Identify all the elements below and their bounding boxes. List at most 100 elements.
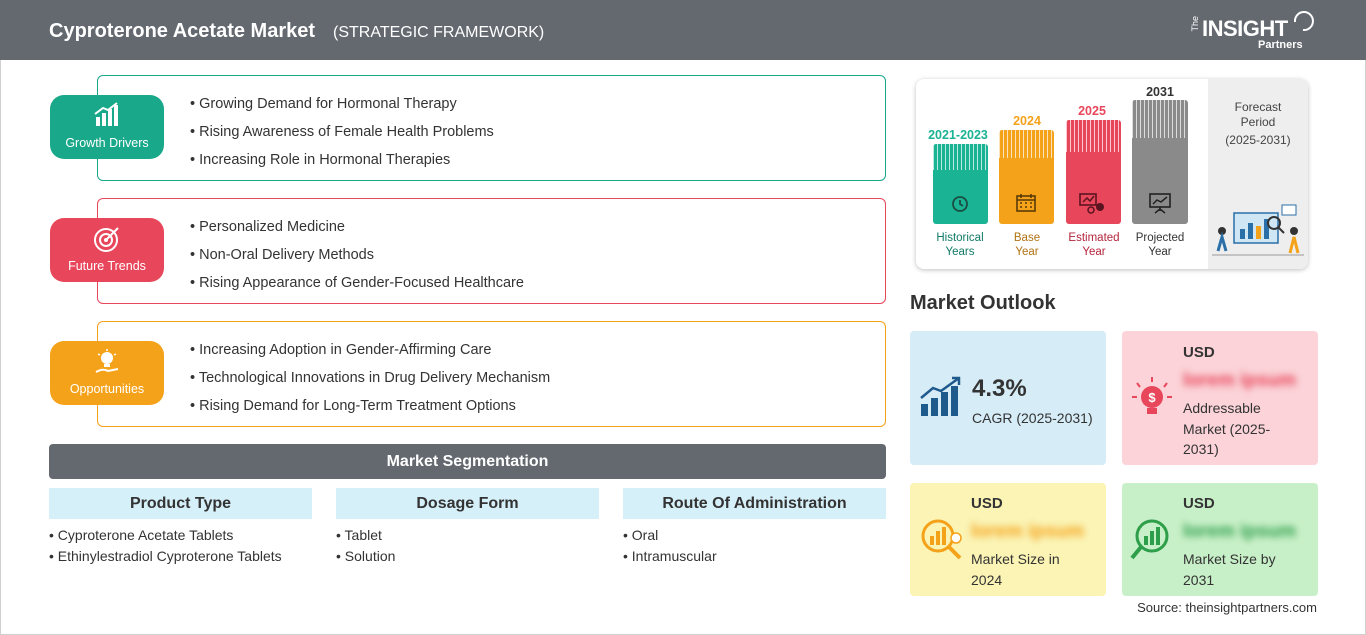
magnifier-chart-icon [921, 519, 962, 560]
timeline-label-line1: Historical [936, 232, 984, 244]
dollar-bulb-icon: $ [1132, 377, 1172, 414]
timeline-year: 2031 [1146, 85, 1174, 99]
page-title: Cyproterone Acetate Market [49, 20, 316, 42]
size-2024-label: Market Size in 2024 [971, 549, 1060, 590]
logo-partners: Partners [1258, 39, 1303, 51]
usd-label: USD [1183, 495, 1215, 512]
timeline-label: Estimated Year [1059, 231, 1129, 259]
segment-header: Product Type [49, 488, 312, 519]
market-segmentation-bar: Market Segmentation [49, 444, 886, 479]
source-credit: Source: theinsightpartners.com [1137, 600, 1317, 615]
future-trends-box: Personalized Medicine Non-Oral Delivery … [97, 198, 886, 304]
opportunities-box: Increasing Adoption in Gender-Affirming … [97, 321, 886, 427]
page-subtitle: (STRATEGIC FRAMEWORK) [333, 24, 545, 41]
cagr-value: 4.3% [972, 375, 1027, 402]
timeline-label-line1: Projected [1135, 232, 1185, 244]
segment-item: Tablet [336, 526, 599, 547]
timeline-label-line1: Estimated [1068, 232, 1120, 244]
timeline-year: 2025 [1078, 104, 1106, 118]
growth-chart-icon [94, 102, 118, 126]
opportunity-item: Technological Innovations in Drug Delive… [190, 369, 550, 397]
timeline-label-line2: Year [1148, 246, 1172, 258]
usd-label: USD [971, 495, 1003, 512]
timeline-bar-historical [933, 144, 988, 224]
segment-header: Route Of Administration [623, 488, 886, 519]
future-trends-badge: Future Trends [50, 218, 164, 282]
usd-label: USD [1183, 344, 1215, 361]
cagr-label: CAGR (2025-2031) [972, 410, 1093, 426]
analytics-people-icon [1212, 204, 1304, 256]
timeline-label: Historical Years [925, 231, 995, 259]
segment-item: Solution [336, 547, 599, 568]
target-icon [94, 227, 119, 252]
svg-text:$: $ [1148, 390, 1156, 405]
forecast-period-panel: Forecast Period (2025-2031) [1208, 79, 1308, 269]
growth-drivers-label: Growth Drivers [65, 136, 149, 150]
future-trend-item: Personalized Medicine [190, 218, 524, 246]
cagr-growth-chart-icon [920, 376, 961, 416]
segment-product-type: Product Type Cyproterone Acetate Tablets… [49, 488, 312, 568]
size-2024-value-blurred: lorem ipsum [971, 521, 1084, 542]
market-size-2024-card: USD lorem ipsum Market Size in 2024 [910, 483, 1106, 596]
size-2024-line1: Market Size in [971, 551, 1060, 567]
growth-driver-item: Growing Demand for Hormonal Therapy [190, 95, 494, 123]
future-trend-item: Non-Oral Delivery Methods [190, 246, 524, 274]
opportunity-item: Rising Demand for Long-Term Treatment Op… [190, 397, 550, 425]
growth-drivers-box: Growing Demand for Hormonal Therapy Risi… [97, 75, 886, 181]
opportunities-badge: Opportunities [50, 341, 164, 405]
market-outlook-title: Market Outlook [910, 292, 1056, 314]
segment-item: Cyproterone Acetate Tablets [49, 526, 312, 547]
insight-partners-logo[interactable]: The INSIGHT Partners [1190, 10, 1315, 54]
addressable-line3: 2031) [1183, 441, 1219, 457]
calendar-icon [1016, 194, 1036, 212]
segment-item: Oral [623, 526, 886, 547]
market-size-2031-card: USD lorem ipsum Market Size by 2031 [1122, 483, 1318, 596]
history-clock-icon [952, 196, 968, 212]
addressable-value-blurred: lorem ipsum [1183, 370, 1296, 391]
header-bar: Cyproterone Acetate Market (STRATEGIC FR… [0, 0, 1366, 60]
addressable-market-card: USD lorem ipsum $ Addressable Market (20… [1122, 331, 1318, 465]
timeline-bar-projected [1132, 100, 1188, 224]
growth-drivers-badge: Growth Drivers [50, 95, 164, 159]
size-2024-line2: 2024 [971, 571, 1003, 588]
timeline-panel: 2021-2023 Historical Years 2024 Base Yea… [916, 79, 1308, 269]
segment-route-of-administration: Route Of Administration Oral Intramuscul… [623, 488, 886, 568]
size-2031-label: Market Size by 2031 [1183, 549, 1276, 590]
timeline-label-line2: Years [945, 246, 975, 258]
size-2031-line1: Market Size by [1183, 551, 1276, 567]
timeline-bar-estimated [1066, 120, 1121, 224]
growth-driver-item: Increasing Role in Hormonal Therapies [190, 151, 494, 179]
growth-driver-item: Rising Awareness of Female Health Proble… [190, 123, 494, 151]
timeline-label-line2: Year [1015, 246, 1039, 258]
timeline-label-line2: Year [1082, 246, 1106, 258]
size-2031-line2: 2031 [1183, 571, 1215, 588]
forecast-line2: Period [1240, 115, 1276, 129]
size-2031-value-blurred: lorem ipsum [1183, 521, 1296, 542]
addressable-line2: Market (2025- [1183, 420, 1271, 437]
timeline-label-line1: Base [1013, 232, 1041, 244]
forecast-line1: Forecast [1234, 100, 1282, 114]
timeline-label: Base Year [992, 231, 1062, 259]
estimate-gears-icon [1079, 193, 1104, 214]
opportunities-label: Opportunities [69, 382, 145, 396]
logo-insight: INSIGHT [1202, 16, 1288, 41]
addressable-line1: Addressable [1183, 400, 1261, 416]
timeline-year: 2021-2023 [928, 128, 988, 142]
lightbulb-hand-icon [95, 349, 119, 373]
future-trend-item: Rising Appearance of Gender-Focused Heal… [190, 274, 524, 302]
forecast-line3: (2025-2031) [1225, 133, 1291, 147]
segment-dosage-form: Dosage Form Tablet Solution [336, 488, 599, 568]
logo-swoosh-icon [1293, 11, 1314, 32]
future-trends-label: Future Trends [68, 259, 146, 273]
opportunity-item: Increasing Adoption in Gender-Affirming … [190, 341, 550, 369]
segment-item: Ethinylestradiol Cyproterone Tablets [49, 547, 312, 568]
segment-item: Intramuscular [623, 547, 886, 568]
projection-board-icon [1149, 193, 1171, 214]
segment-header: Dosage Form [336, 488, 599, 519]
timeline-label: Projected Year [1125, 231, 1195, 259]
timeline-year: 2024 [1013, 114, 1041, 128]
magnifier-growth-icon [1130, 519, 1169, 560]
addressable-label: Addressable Market (2025- 2031) [1183, 398, 1270, 460]
cagr-card: 4.3% CAGR (2025-2031) [910, 331, 1106, 465]
timeline-bar-base [999, 130, 1054, 224]
